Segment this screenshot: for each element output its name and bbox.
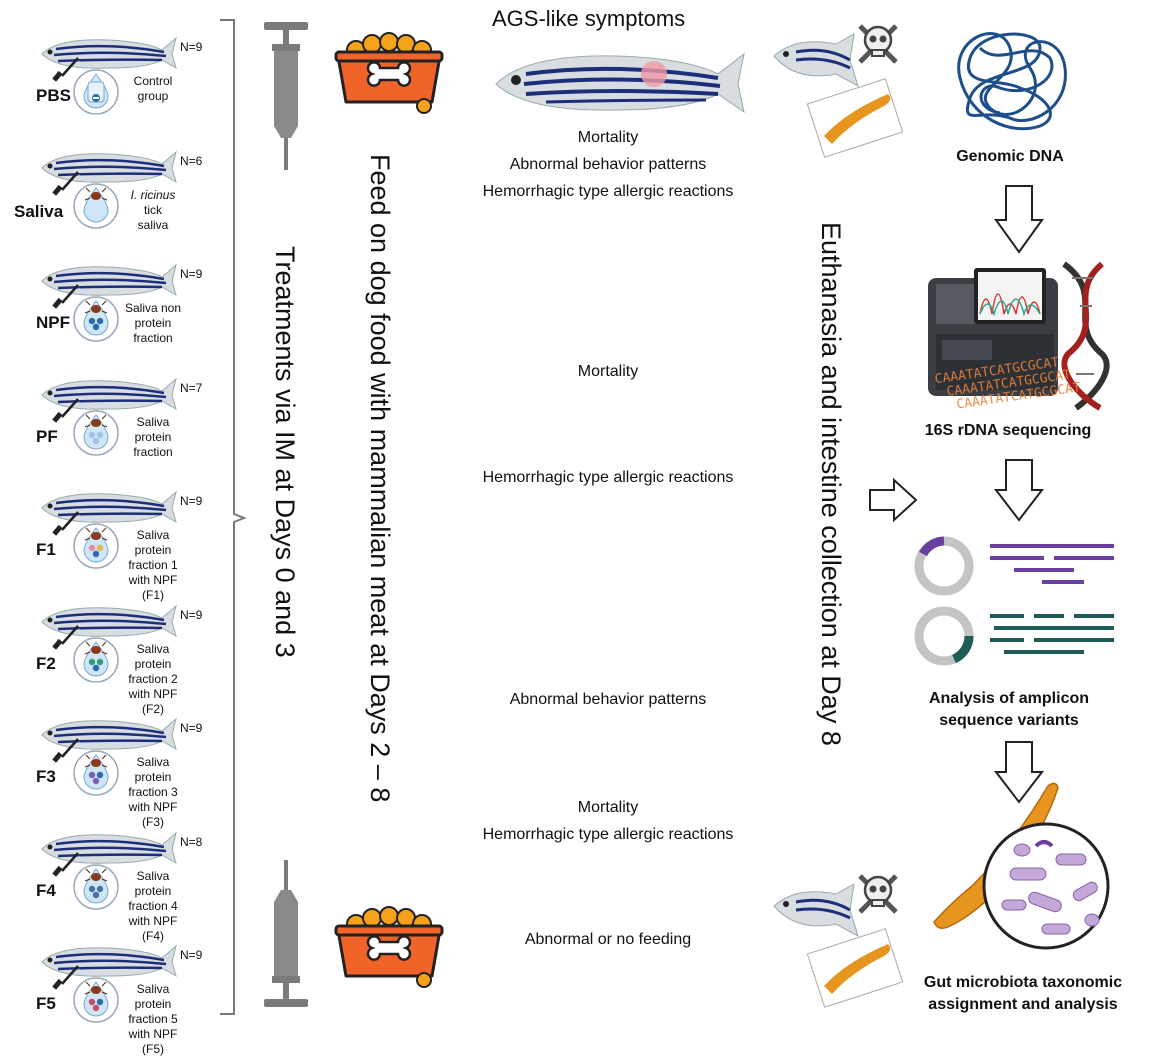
dog-food-bowl-top-icon — [334, 32, 444, 114]
euthanasia-bottom-icon — [773, 874, 904, 1008]
group-label: PBS — [36, 86, 71, 105]
group-n: N=9 — [180, 267, 203, 281]
syringe-top-icon — [264, 22, 308, 170]
group-n: N=7 — [180, 380, 203, 395]
treatments-label: Treatments via IM at Days 0 and 3 — [270, 246, 300, 658]
effect-block: Mortality — [577, 363, 639, 380]
group-n: N=6 — [180, 153, 203, 168]
gut-label: Gut microbiota taxonomic assignment and … — [923, 974, 1123, 1013]
group-n: N=9 — [180, 948, 203, 962]
group-label: F2 — [36, 653, 56, 673]
zebrafish-injection-icon — [41, 490, 177, 569]
group-label: F1 — [36, 540, 56, 559]
arrow-right-icon — [869, 477, 918, 523]
zebrafish-injection-icon — [41, 717, 177, 796]
zebrafish-ags-icon — [495, 52, 745, 114]
group-n: N=9 — [180, 494, 203, 508]
group-label: PF — [36, 426, 58, 446]
zebrafish-injection-icon — [41, 150, 177, 229]
euthanasia-label: Euthanasia and intestine collection at D… — [816, 222, 846, 746]
arrow-down-2-icon — [993, 459, 1045, 522]
zebrafish-injection-icon — [41, 831, 177, 910]
zebrafish-injection-icon — [41, 263, 177, 342]
sequencing-label: 16S rDNA sequencing — [924, 422, 1092, 439]
group-n: N=9 — [180, 40, 203, 54]
zebrafish-injection-icon — [41, 944, 177, 1023]
arrow-down-1-icon — [994, 185, 1044, 254]
feed-label: Feed on dog food with mammalian meat at … — [365, 154, 395, 803]
group-label: F5 — [36, 994, 56, 1013]
effect-block: Abnormal or no feeding — [524, 931, 692, 948]
sequencer-icon — [928, 261, 1110, 411]
genomic-dna-icon — [957, 32, 1067, 131]
group-label: Saliva — [14, 201, 64, 221]
group-n: N=9 — [180, 607, 203, 622]
genomic-dna-label: Genomic DNA — [956, 148, 1064, 165]
group-label: NPF — [36, 313, 70, 332]
asv-label: Analysis of amplicon sequence variants — [928, 690, 1090, 729]
group-label: F3 — [36, 767, 56, 786]
effect-block: Hemorrhagic type allergic reactions — [482, 469, 734, 486]
euthanasia-top-icon — [773, 24, 904, 158]
dog-food-bowl-bottom-icon — [334, 906, 444, 988]
group-label: F4 — [36, 880, 56, 900]
group-bracket — [220, 19, 247, 1015]
group-n: N=8 — [180, 834, 203, 849]
syringe-bottom-icon — [264, 860, 308, 1007]
gut-microbiota-icon — [933, 782, 1110, 950]
zebrafish-injection-icon — [41, 604, 177, 683]
asv-graphics — [914, 536, 1114, 666]
arrow-down-3-icon — [993, 741, 1045, 804]
zebrafish-injection-icon — [41, 377, 177, 456]
group-n: N=9 — [180, 721, 203, 735]
ags-title: AGS-like symptoms — [492, 6, 686, 31]
effect-block: Abnormal behavior patterns — [509, 691, 707, 708]
zebrafish-injection-icon — [41, 36, 177, 115]
